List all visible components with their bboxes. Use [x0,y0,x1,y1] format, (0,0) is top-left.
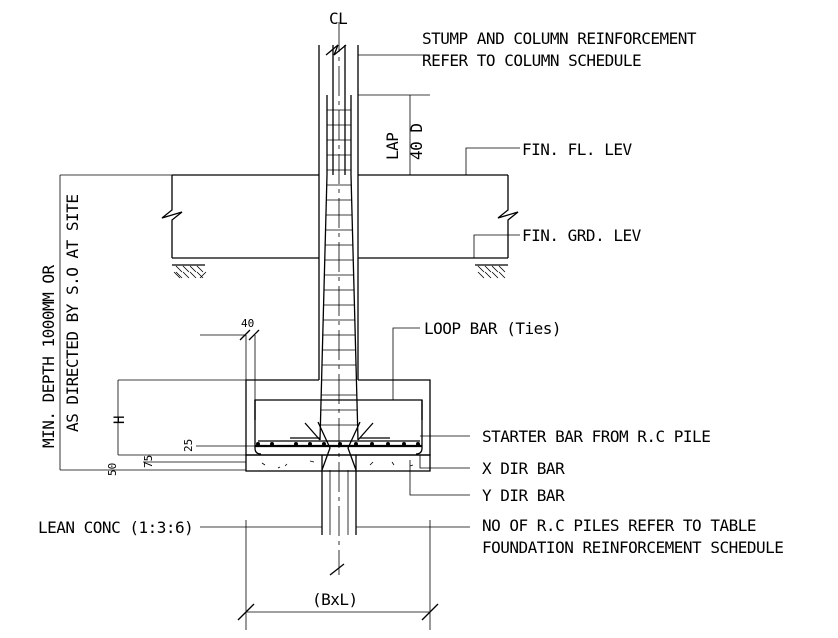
centerline-label: CL [329,9,347,28]
label-min-depth-1: MIN. DEPTH 1000MM OR [39,264,58,448]
dim-50: 50 [106,463,119,476]
label-lean-conc: LEAN CONC (1:3:6) [38,518,193,537]
label-fin-fl-lev: FIN. FL. LEV [522,140,632,159]
label-stump-line2: REFER TO COLUMN SCHEDULE [422,51,641,70]
dim-h: H [112,416,128,424]
column-outline [318,44,359,380]
centerline: CL [329,9,348,576]
pile [321,455,357,535]
label-min-depth-2: AS DIRECTED BY S.O AT SITE [63,195,82,432]
leaders [200,54,520,528]
dim-75: 75 [142,455,155,468]
dim-40: 40 [241,317,254,330]
text-labels: STUMP AND COLUMN REINFORCEMENT REFER TO … [38,29,784,609]
label-starter-bar: STARTER BAR FROM R.C PILE [482,427,710,446]
dimensions [59,174,439,630]
label-piles-2: FOUNDATION REINFORCEMENT SCHEDULE [482,538,783,557]
label-x-dir-bar: X DIR BAR [482,459,565,478]
label-piles-1: NO OF R.C PILES REFER TO TABLE [482,516,756,535]
label-loop-bar: LOOP BAR (Ties) [424,319,561,338]
lean-concrete [245,454,431,472]
label-stump-line1: STUMP AND COLUMN REINFORCEMENT [422,29,697,48]
column-ties [320,109,358,426]
floor-slab [161,174,519,259]
label-width: (BxL) [312,590,358,609]
label-fin-grd-lev: FIN. GRD. LEV [522,226,642,245]
bar-dots [256,442,420,446]
label-40d: 40 D [407,123,426,160]
label-lap: LAP [383,133,402,160]
label-y-dir-bar: Y DIR BAR [482,486,565,505]
ground-hatch-left [172,264,207,279]
dim-25: 25 [182,439,195,452]
ground-hatch-right [475,264,508,279]
